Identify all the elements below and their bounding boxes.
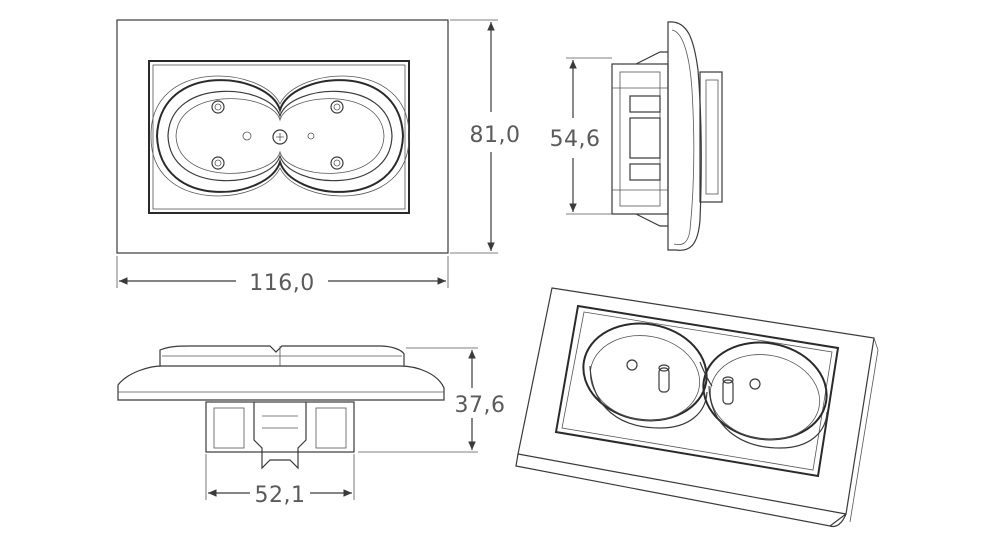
bottom-view: 37,6 52,1 <box>117 345 506 508</box>
side-view: 54,6 <box>550 21 723 251</box>
dimension-side-height: 54,6 <box>550 57 612 215</box>
bottom-width-label: 52,1 <box>255 483 306 508</box>
dimension-front-height: 81,0 <box>450 19 521 254</box>
front-view: 116,0 81,0 <box>116 19 521 296</box>
center-screw <box>272 129 288 145</box>
dimension-bottom-width: 52,1 <box>205 454 355 508</box>
iso-socket-left <box>582 322 708 429</box>
front-socket-recess <box>150 75 410 197</box>
front-frame <box>116 19 449 254</box>
dimension-bottom-depth: 37,6 <box>358 347 506 453</box>
bottom-depth-label: 37,6 <box>455 393 506 418</box>
front-width-label: 116,0 <box>249 271 314 296</box>
front-pin-holes <box>211 100 344 170</box>
dimension-front-width: 116,0 <box>116 256 449 296</box>
side-height-label: 54,6 <box>550 127 601 152</box>
iso-socket-right <box>702 341 828 449</box>
front-height-label: 81,0 <box>470 123 521 148</box>
isometric-view <box>515 287 879 528</box>
